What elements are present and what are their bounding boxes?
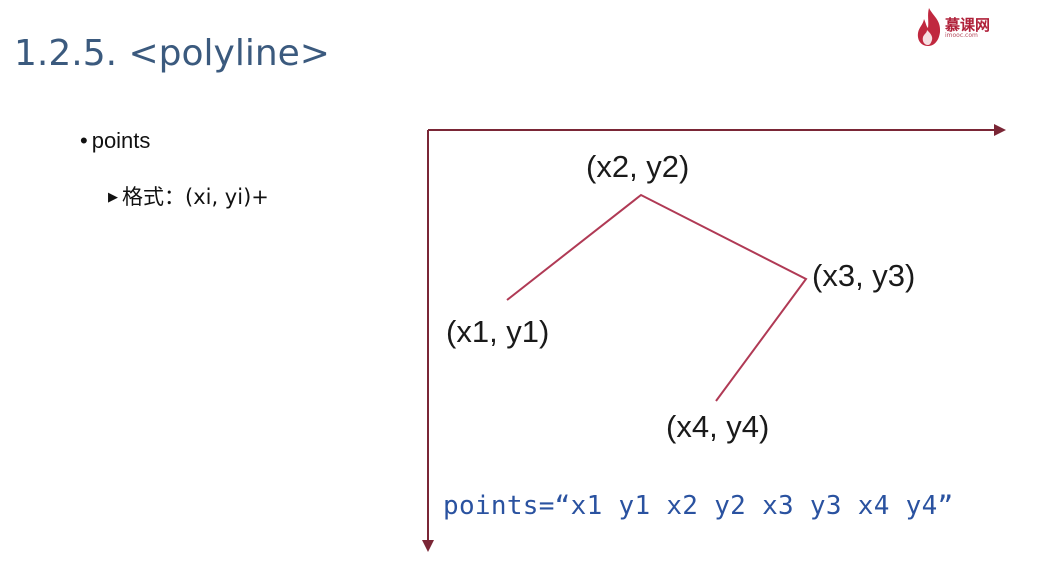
y-axis-arrow-icon bbox=[422, 540, 434, 552]
brand-logo: 慕课网 imooc.com bbox=[914, 6, 1004, 48]
point-label-2: (x2, y2) bbox=[586, 149, 689, 184]
point-label-3: (x3, y3) bbox=[812, 258, 915, 293]
coordinate-axes bbox=[422, 124, 1006, 552]
bullet-points-label: points bbox=[91, 128, 151, 153]
x-axis-arrow-icon bbox=[994, 124, 1006, 136]
flame-icon bbox=[917, 8, 941, 46]
bullet-dot-icon: • bbox=[80, 128, 88, 153]
slide-title: 1.2.5. <polyline> bbox=[14, 33, 330, 74]
logo-name: 慕课网 bbox=[945, 16, 991, 34]
polyline-shape bbox=[506, 193, 808, 402]
points-attribute-code: points=“x1 y1 x2 y2 x3 y3 x4 y4” bbox=[443, 491, 954, 521]
bullet-points: •points bbox=[80, 128, 150, 154]
sub-bullet-format: ▶ 格式：(xi, yi)+ bbox=[108, 181, 269, 211]
point-label-1: (x1, y1) bbox=[446, 314, 549, 349]
logo-subtitle: imooc.com bbox=[945, 32, 978, 39]
sub-bullet-format-label: 格式：(xi, yi)+ bbox=[122, 185, 269, 209]
point-label-4: (x4, y4) bbox=[666, 409, 769, 444]
triangle-right-icon: ▶ bbox=[108, 190, 118, 205]
